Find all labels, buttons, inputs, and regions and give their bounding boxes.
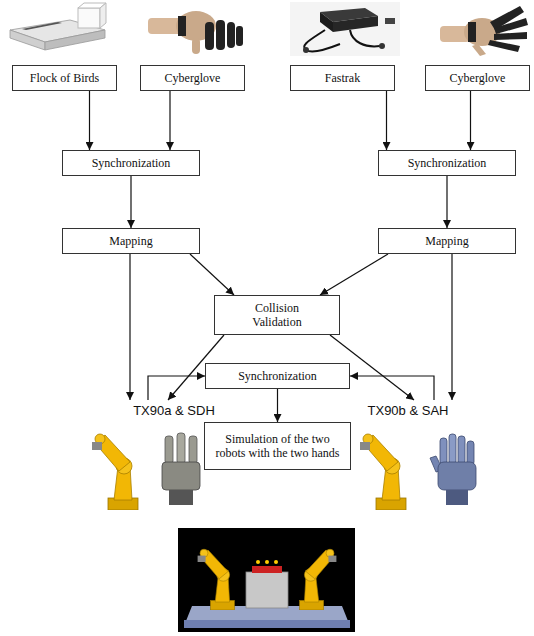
- flow-arrow: [470, 91, 471, 150]
- simulation-image: [178, 528, 355, 632]
- node-text: Synchronization: [408, 156, 487, 170]
- process-box: Cyberglove: [140, 65, 245, 91]
- node-text: Fastrak: [325, 71, 360, 85]
- node-text: Synchronization: [92, 156, 171, 170]
- robot-hand: [162, 433, 200, 505]
- flow-arrow: [148, 376, 205, 400]
- node-text: Mapping: [425, 234, 468, 248]
- robot-hand: [430, 434, 476, 505]
- robot-arm: [360, 434, 406, 510]
- flow-arrow: [446, 176, 447, 228]
- node-text: Collision Validation: [237, 301, 317, 330]
- node-text: Mapping: [109, 234, 152, 248]
- process-box: Fastrak: [290, 65, 395, 91]
- flow-arrow: [89, 91, 90, 150]
- process-box: Synchronization: [378, 150, 516, 176]
- process-box: Cyberglove: [425, 65, 530, 91]
- node-text: Flock of Birds: [30, 71, 99, 85]
- glove-photo: [148, 11, 243, 54]
- node-text: Cyberglove: [165, 71, 221, 85]
- process-box: Collision Validation: [214, 295, 340, 335]
- flow-arrow: [451, 254, 452, 400]
- node-text: TX90a & SDH: [133, 403, 215, 419]
- flow-arrow: [130, 176, 131, 228]
- flow-arrow: [386, 91, 387, 150]
- process-box: Simulation of the two robots with the tw…: [204, 422, 351, 470]
- tracker-photo: [10, 3, 106, 50]
- process-box: Synchronization: [205, 363, 350, 389]
- process-box: Mapping: [62, 228, 200, 254]
- process-box: Flock of Birds: [12, 65, 117, 91]
- node-text: Synchronization: [238, 369, 317, 383]
- node-text: Simulation of the two robots with the tw…: [212, 432, 344, 461]
- tracker-photo: [290, 2, 400, 56]
- glove-photo: [440, 6, 528, 56]
- node-text: Cyberglove: [450, 71, 506, 85]
- flow-arrow: [129, 254, 130, 400]
- robot-label: TX90b & SAH: [352, 400, 464, 422]
- process-box: Synchronization: [62, 150, 200, 176]
- robot-arm: [92, 434, 138, 510]
- robot-label: TX90a & SDH: [118, 400, 230, 422]
- flow-arrow: [169, 91, 170, 150]
- flow-arrow: [350, 376, 434, 400]
- process-box: Mapping: [378, 228, 516, 254]
- flow-arrow: [320, 254, 388, 295]
- node-text: TX90b & SAH: [368, 403, 449, 419]
- flow-arrow: [190, 254, 234, 295]
- flow-arrow: [277, 389, 278, 422]
